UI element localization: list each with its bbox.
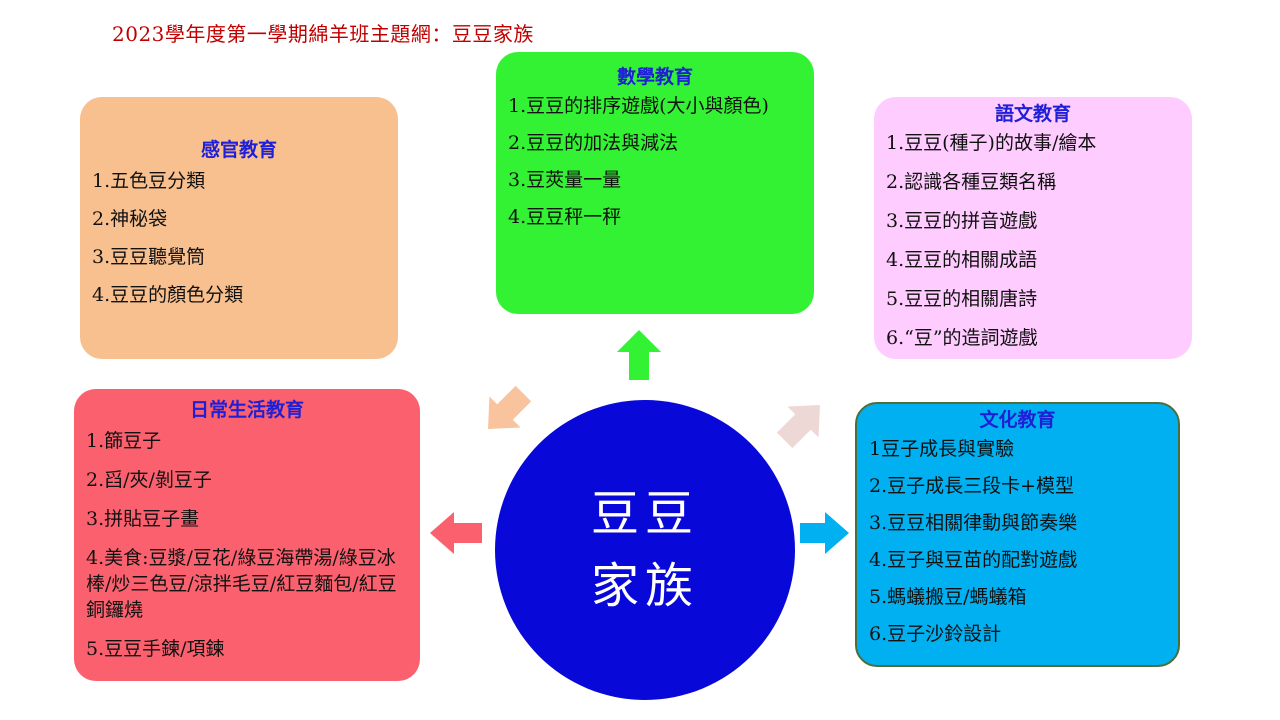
list-item: 1豆子成長與實驗: [869, 438, 1015, 460]
math-heading: 數學教育: [616, 66, 693, 88]
list-item: 6.“豆”的造詞遊戲: [886, 327, 1038, 349]
center-topic-circle: 豆豆 家族: [495, 400, 795, 700]
arrow-up-left-icon: [488, 385, 532, 429]
list-item: 2.神秘袋: [92, 208, 168, 230]
list-item: 4.豆子與豆苗的配對遊戲: [869, 549, 1078, 571]
list-item: 5.螞蟻搬豆/螞蟻箱: [869, 586, 1027, 608]
arrow-up-icon: [617, 330, 661, 380]
list-item: 4.豆豆的顏色分類: [92, 284, 244, 306]
list-item: 1.豆豆(種子)的故事/繪本: [886, 132, 1097, 154]
list-item: 3.豆豆相關律動與節奏樂: [869, 512, 1078, 534]
sensory-heading: 感官教育: [200, 139, 277, 161]
arrow-up-right-icon: [776, 405, 820, 449]
daily-heading: 日常生活教育: [189, 399, 304, 421]
math-education-box: 數學教育 1.豆豆的排序遊戲(大小與顏色) 2.豆豆的加法與減法 3.豆莢量一量…: [496, 52, 814, 314]
list-item: 2.舀/夾/剝豆子: [86, 469, 212, 491]
daily-life-education-box: 日常生活教育 1.篩豆子 2.舀/夾/剝豆子 3.拼貼豆子畫 4.美食:豆漿/豆…: [74, 389, 420, 681]
list-item: 5.豆豆手鍊/項鍊: [86, 638, 225, 660]
list-item: 3.豆莢量一量: [508, 169, 622, 191]
list-item: 1.豆豆的排序遊戲(大小與顏色): [508, 95, 769, 117]
list-item: 6.豆子沙鈴設計: [869, 623, 1002, 645]
list-item: 2.豆豆的加法與減法: [508, 132, 679, 154]
list-item: 4.豆豆的相關成語: [886, 249, 1038, 271]
culture-education-box: 文化教育 1豆子成長與實驗 2.豆子成長三段卡+模型 3.豆豆相關律動與節奏樂 …: [855, 402, 1180, 667]
list-item: 1.五色豆分類: [92, 170, 206, 192]
center-topic-line2: 家族: [590, 558, 699, 614]
list-item: 1.篩豆子: [86, 430, 162, 452]
sensory-education-box: 感官教育 1.五色豆分類 2.神秘袋 3.豆豆聽覺筒 4.豆豆的顏色分類: [80, 97, 398, 359]
math-list: 1.豆豆的排序遊戲(大小與顏色) 2.豆豆的加法與減法 3.豆莢量一量 4.豆豆…: [508, 93, 802, 230]
language-education-box: 語文教育 1.豆豆(種子)的故事/繪本 2.認識各種豆類名稱 3.豆豆的拼音遊戲…: [874, 97, 1192, 359]
list-item: 3.豆豆聽覺筒: [92, 246, 206, 268]
arrow-left-icon: [430, 512, 482, 554]
language-list: 1.豆豆(種子)的故事/繪本 2.認識各種豆類名稱 3.豆豆的拼音遊戲 4.豆豆…: [886, 130, 1180, 351]
page-title: 2023學年度第一學期綿羊班主題網：豆豆家族: [112, 22, 534, 46]
list-item: 2.認識各種豆類名稱: [886, 171, 1057, 193]
list-item: 4.美食:豆漿/豆花/綠豆海帶湯/綠豆冰棒/炒三色豆/涼拌毛豆/紅豆麵包/紅豆銅…: [86, 547, 397, 621]
language-heading: 語文教育: [994, 103, 1071, 125]
culture-list: 1豆子成長與實驗 2.豆子成長三段卡+模型 3.豆豆相關律動與節奏樂 4.豆子與…: [869, 436, 1166, 647]
list-item: 4.豆豆秤一秤: [508, 206, 622, 228]
list-item: 3.豆豆的拼音遊戲: [886, 210, 1038, 232]
daily-list: 1.篩豆子 2.舀/夾/剝豆子 3.拼貼豆子畫 4.美食:豆漿/豆花/綠豆海帶湯…: [86, 428, 408, 662]
list-item: 5.豆豆的相關唐詩: [886, 288, 1038, 310]
list-item: 3.拼貼豆子畫: [86, 508, 200, 530]
sensory-list: 1.五色豆分類 2.神秘袋 3.豆豆聽覺筒 4.豆豆的顏色分類: [92, 168, 386, 308]
arrow-right-icon: [800, 512, 849, 554]
culture-heading: 文化教育: [979, 409, 1056, 431]
list-item: 2.豆子成長三段卡+模型: [869, 475, 1075, 497]
center-topic-line1: 豆豆: [590, 486, 699, 542]
